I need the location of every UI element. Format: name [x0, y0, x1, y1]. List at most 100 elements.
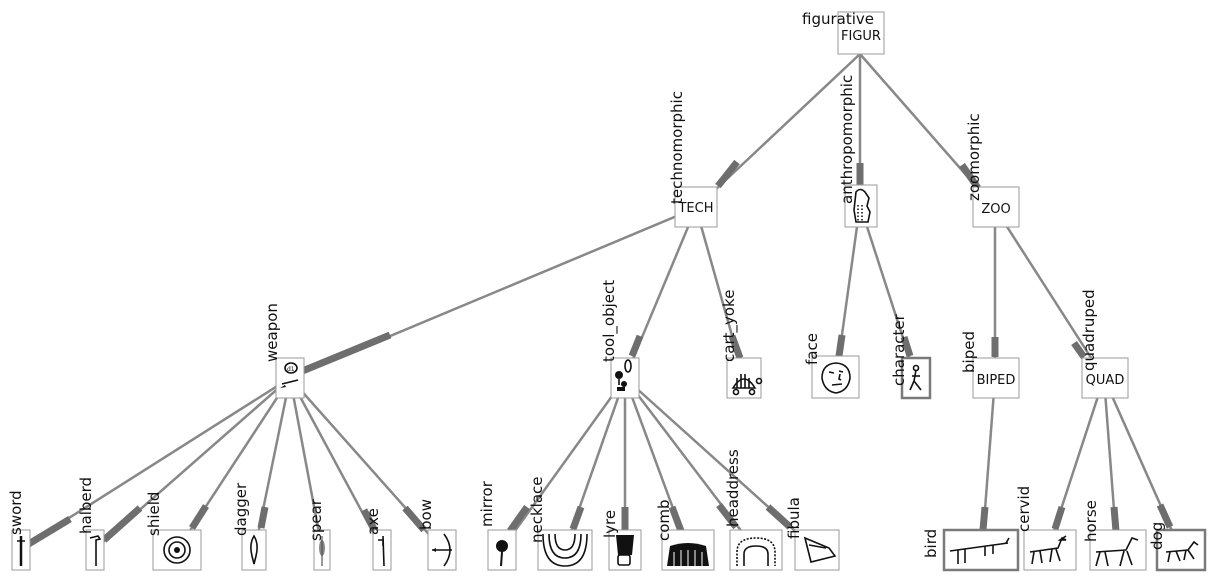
- node-label: technomorphic: [668, 91, 686, 204]
- bow-icon: [432, 533, 452, 567]
- cart-icon: [731, 374, 763, 396]
- edge-weight-anthro-character: [900, 335, 914, 358]
- dog-icon: [1165, 540, 1199, 563]
- node-label: fibula: [785, 497, 803, 539]
- node-cart-yoke: cart_yoke: [720, 290, 763, 399]
- edge-weight-weapon-bow: [402, 505, 427, 533]
- node-box: [674, 186, 718, 228]
- edge-weight-tool-headdress: [716, 502, 739, 530]
- edge-weight-tool-necklace: [569, 505, 585, 531]
- edge-weight-tech-weapon: [298, 331, 392, 376]
- node-label: dagger: [232, 482, 250, 536]
- edge-weight-weapon-axe: [360, 508, 379, 533]
- leaf-shield: shield: [145, 492, 202, 571]
- node-weapon: d1 weapon: [263, 303, 305, 399]
- leaf-fibula: fibula: [785, 497, 840, 571]
- leaf-spear: spear: [307, 498, 331, 571]
- sword-icon: [17, 536, 25, 566]
- edge-weight-weapon-halberd: [101, 505, 143, 543]
- edge-weapon-spear: [288, 377, 324, 550]
- headdress-icon: [736, 537, 776, 566]
- node-box: [729, 529, 783, 571]
- edge-weight-tool-mirror: [507, 504, 530, 534]
- necklace-icon: [542, 533, 588, 567]
- leaf-headdress: headdress: [724, 449, 783, 571]
- leaf-dagger: dagger: [232, 482, 267, 571]
- node-label: necklace: [528, 476, 546, 543]
- leaf-necklace: necklace: [528, 476, 593, 571]
- node-label: headdress: [724, 449, 742, 527]
- leaf-mirror: mirror: [478, 480, 517, 571]
- edge-weight-biped-bird: [979, 506, 989, 531]
- edge-weight-tool-comb: [668, 505, 685, 533]
- node-label: bow: [417, 499, 435, 530]
- node-biped: BIPED biped: [960, 331, 1020, 399]
- node-label: tool_object: [600, 280, 619, 362]
- node-label: quadruped: [1080, 289, 1098, 371]
- node-label: lyre: [601, 510, 619, 538]
- node-label: shield: [145, 492, 163, 536]
- leaf-lyre: lyre: [601, 510, 642, 571]
- tool-collage-icon: [615, 359, 632, 391]
- node-label: spear: [307, 498, 325, 541]
- node-label: character: [890, 313, 908, 386]
- node-box: [972, 186, 1020, 228]
- node-code: TECH: [677, 201, 713, 216]
- edge-weight-quad-dog: [1156, 503, 1174, 529]
- node-label: biped: [960, 331, 978, 373]
- cervid-icon: [1029, 535, 1067, 565]
- edge-weight-figur-zoo: [959, 163, 981, 190]
- priest-figure-icon: [853, 188, 871, 223]
- edge-tool-mirror: [500, 377, 627, 550]
- node-label: anthropomorphic: [838, 75, 856, 204]
- node-box: [726, 357, 762, 399]
- node-box: [972, 357, 1020, 399]
- node-label: bird: [922, 529, 940, 558]
- leaf-cervid: cervid: [1015, 486, 1077, 571]
- stick-figure-icon: [909, 364, 922, 391]
- leaf-bow: bow: [417, 499, 457, 571]
- leaf-dog: dog: [1148, 522, 1207, 572]
- edge-weight-quad-horse: [1110, 506, 1120, 532]
- node-label: mirror: [478, 480, 496, 527]
- leaf-sword: sword: [7, 490, 31, 571]
- spear-icon: [319, 536, 325, 566]
- node-box: [85, 529, 105, 571]
- node-box: [794, 529, 840, 571]
- axe-icon: [378, 535, 385, 567]
- node-label: dog: [1148, 522, 1166, 550]
- node-box: [1081, 357, 1129, 399]
- node-code: FIGUR: [841, 29, 881, 44]
- node-label: weapon: [263, 303, 281, 362]
- node-character: character: [890, 313, 932, 400]
- node-technomorphic: TECH technomorphic: [668, 91, 718, 228]
- node-label: zoomorphic: [965, 113, 983, 201]
- node-label: face: [803, 333, 821, 365]
- node-label: horse: [1082, 500, 1100, 542]
- leaf-halberd: halberd: [77, 477, 105, 571]
- edge-weight-tool-fibula: [765, 504, 793, 530]
- edges: [19, 53, 1182, 551]
- lyre-icon: [616, 535, 634, 566]
- node-code: QUAD: [1086, 373, 1125, 388]
- edge-weight-figur-tech: [715, 159, 740, 189]
- edge-weight-weapon-shield: [189, 504, 209, 530]
- node-label: cart_yoke: [720, 290, 739, 362]
- comb-icon: [667, 543, 709, 566]
- node-label: figurative: [802, 10, 874, 28]
- mirror-icon: [496, 540, 508, 567]
- face-icon: [821, 362, 851, 394]
- leaf-comb: comb: [655, 499, 715, 571]
- node-box: [844, 184, 878, 228]
- bird-icon: [949, 537, 1010, 564]
- node-box: [900, 356, 932, 400]
- edge-weight-tech-cart: [728, 334, 744, 360]
- node-label: sword: [7, 490, 25, 535]
- node-figurative: figurative FIGUR: [802, 10, 885, 55]
- shield-icon: [163, 536, 191, 564]
- node-quadruped: QUAD quadruped: [1080, 289, 1129, 399]
- leaf-axe: axe: [364, 508, 392, 571]
- node-code: BIPED: [977, 373, 1016, 388]
- node-box: [837, 11, 885, 55]
